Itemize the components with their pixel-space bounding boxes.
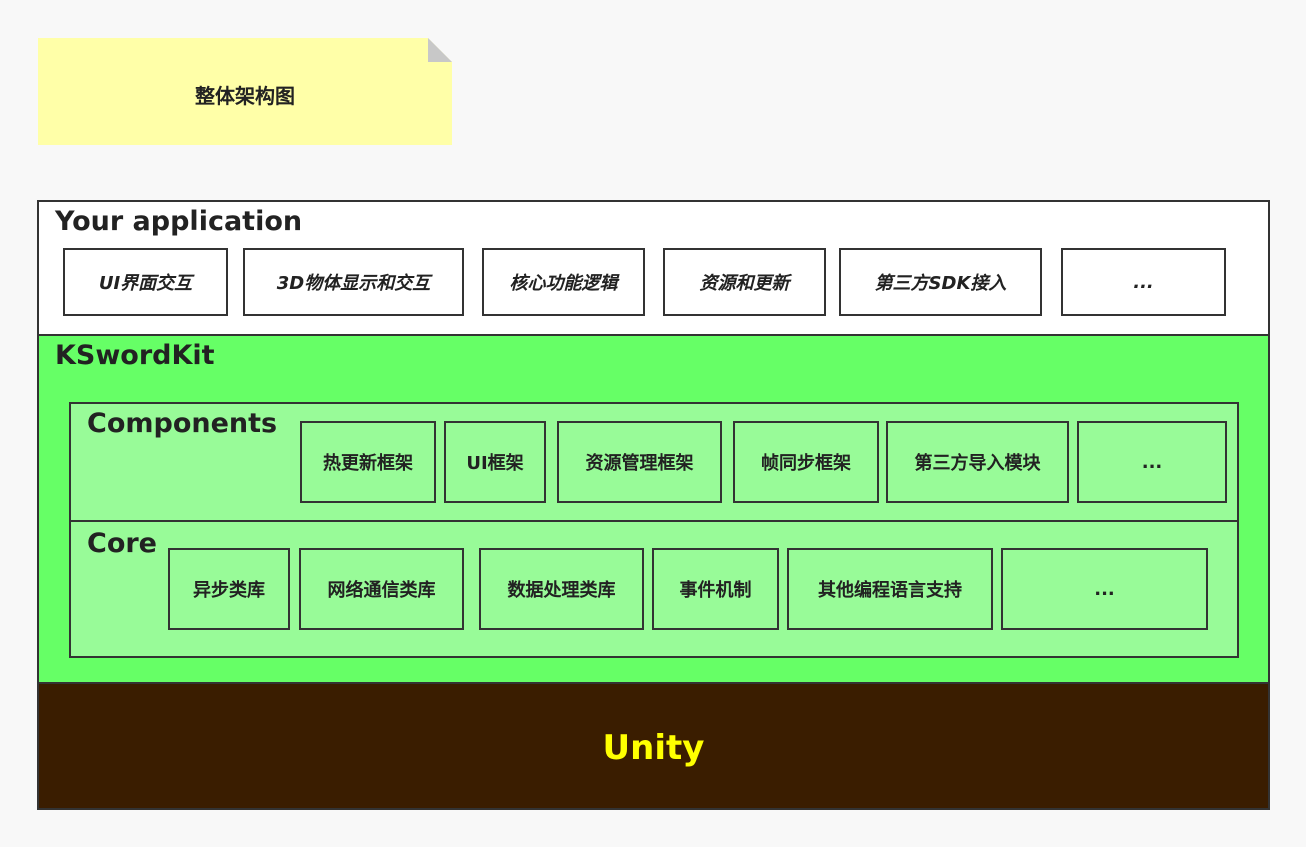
unity-layer: Unity [37, 682, 1270, 810]
components-layer: Components 热更新框架 UI框架 资源管理框架 帧同步框架 第三方导入… [69, 402, 1239, 522]
app-item-sdk: 第三方SDK接入 [839, 248, 1042, 316]
app-item-ui: UI界面交互 [63, 248, 228, 316]
core-networking: 网络通信类库 [299, 548, 464, 630]
core-events: 事件机制 [652, 548, 779, 630]
kswordkit-layer: KSwordKit Components 热更新框架 UI框架 资源管理框架 帧… [37, 334, 1270, 684]
app-item-3d: 3D物体显示和交互 [243, 248, 464, 316]
component-resource-management: 资源管理框架 [557, 421, 722, 503]
core-async: 异步类库 [168, 548, 290, 630]
core-more: ... [1001, 548, 1208, 630]
app-item-resources: 资源和更新 [663, 248, 826, 316]
app-item-more: ... [1061, 248, 1226, 316]
component-third-party-import: 第三方导入模块 [886, 421, 1069, 503]
components-title: Components [87, 408, 278, 439]
core-layer: Core 异步类库 网络通信类库 数据处理类库 事件机制 其他编程语言支持 ..… [69, 520, 1239, 658]
component-ui: UI框架 [444, 421, 546, 503]
component-hotfix: 热更新框架 [300, 421, 436, 503]
core-title: Core [87, 528, 157, 559]
application-layer-title: Your application [55, 206, 303, 237]
kswordkit-layer-title: KSwordKit [55, 340, 215, 371]
app-item-core-logic: 核心功能逻辑 [482, 248, 645, 316]
diagram-title: 整体架构图 [195, 84, 295, 108]
note-fold-corner [428, 38, 452, 62]
application-layer: Your application UI界面交互 3D物体显示和交互 核心功能逻辑… [37, 200, 1270, 336]
core-data-processing: 数据处理类库 [479, 548, 644, 630]
component-lockstep: 帧同步框架 [733, 421, 879, 503]
core-other-languages: 其他编程语言支持 [787, 548, 993, 630]
component-more: ... [1077, 421, 1227, 503]
title-note [38, 38, 452, 145]
unity-layer-title: Unity [602, 728, 705, 768]
